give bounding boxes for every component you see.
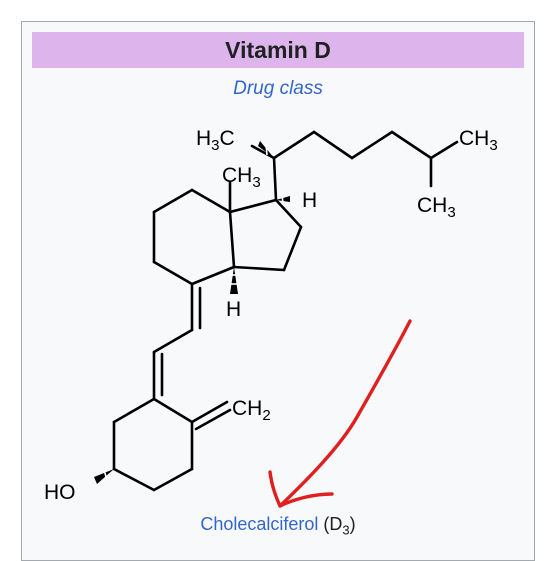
ch3-label-c13: CH3: [222, 164, 261, 191]
chemical-structure-diagram: H3C CH3 CH3 CH3 H H CH2 HO: [44, 127, 498, 508]
ch3-label-bottom: CH3: [417, 194, 456, 221]
h-label-c14: H: [226, 298, 241, 321]
ho-label: HO: [44, 481, 76, 504]
ch3-label-right: CH3: [459, 127, 498, 154]
h3c-label-top: H3C: [196, 127, 235, 154]
cholecalciferol-link[interactable]: Cholecalciferol: [200, 514, 319, 534]
ch2-label: CH2: [232, 397, 271, 424]
caption-paren-close: ): [349, 514, 356, 534]
drug-class-link[interactable]: Drug class: [233, 78, 323, 99]
structure-caption: Cholecalciferol (D3): [22, 514, 534, 538]
infobox-title: Vitamin D: [32, 32, 524, 68]
infobox: Vitamin D Drug class: [21, 21, 535, 561]
caption-paren-open: (D: [318, 514, 343, 534]
caption-subscript: 3: [342, 522, 350, 538]
h-label-c17: H: [302, 189, 317, 212]
red-arrow-annotation: [268, 319, 412, 508]
